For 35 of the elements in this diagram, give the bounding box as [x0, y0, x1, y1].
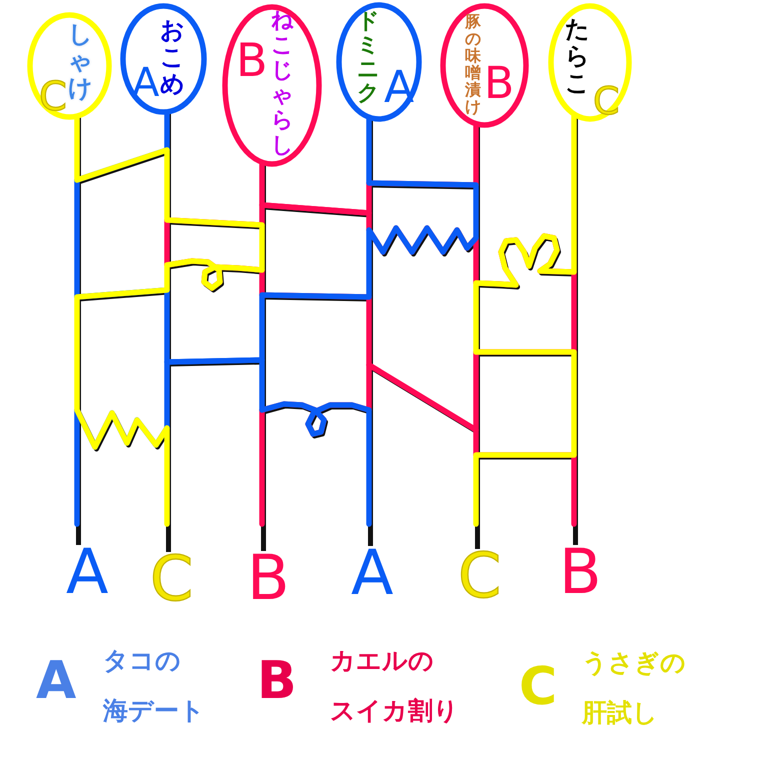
oval-bubble [222, 4, 322, 167]
oval-bubble [336, 2, 422, 122]
result-letter: A [66, 545, 108, 599]
group-letter: C [39, 77, 67, 117]
ladder-line [166, 114, 171, 552]
name-text: ドミニク [357, 10, 379, 106]
legend-text: タコの海デート [103, 645, 206, 727]
name-text: しゃけ [68, 21, 92, 102]
ladder-line [368, 120, 373, 546]
result-letter: C [458, 549, 502, 603]
oval-bubble [440, 3, 529, 128]
name-text: たらこ [565, 16, 589, 97]
group-letter: C [593, 82, 620, 120]
legend-letter: A [36, 655, 76, 707]
ladder-line [76, 118, 81, 545]
name-text: 豚の味噌漬け [465, 13, 481, 115]
name-text: ねこじゃらし [271, 8, 293, 158]
result-letter: A [351, 546, 394, 600]
result-letter: B [247, 551, 290, 605]
ladder-line [475, 126, 480, 549]
group-letter: A [132, 63, 160, 103]
group-letter: B [236, 37, 268, 83]
oval-bubble [548, 3, 632, 122]
name-text: おこめ [160, 17, 184, 98]
legend-letter: B [257, 655, 297, 707]
result-letter: C [150, 552, 194, 606]
oval-bubble [120, 3, 207, 115]
legend-letter: C [519, 661, 558, 713]
oval-bubble [27, 12, 112, 120]
group-letter: B [484, 62, 514, 106]
legend-text: カエルのスイカ割り [330, 645, 460, 727]
ladder-line [573, 116, 578, 545]
result-letter: B [559, 545, 602, 599]
legend-text: うさぎの肝試し [582, 647, 687, 729]
ladder-line [261, 164, 266, 551]
